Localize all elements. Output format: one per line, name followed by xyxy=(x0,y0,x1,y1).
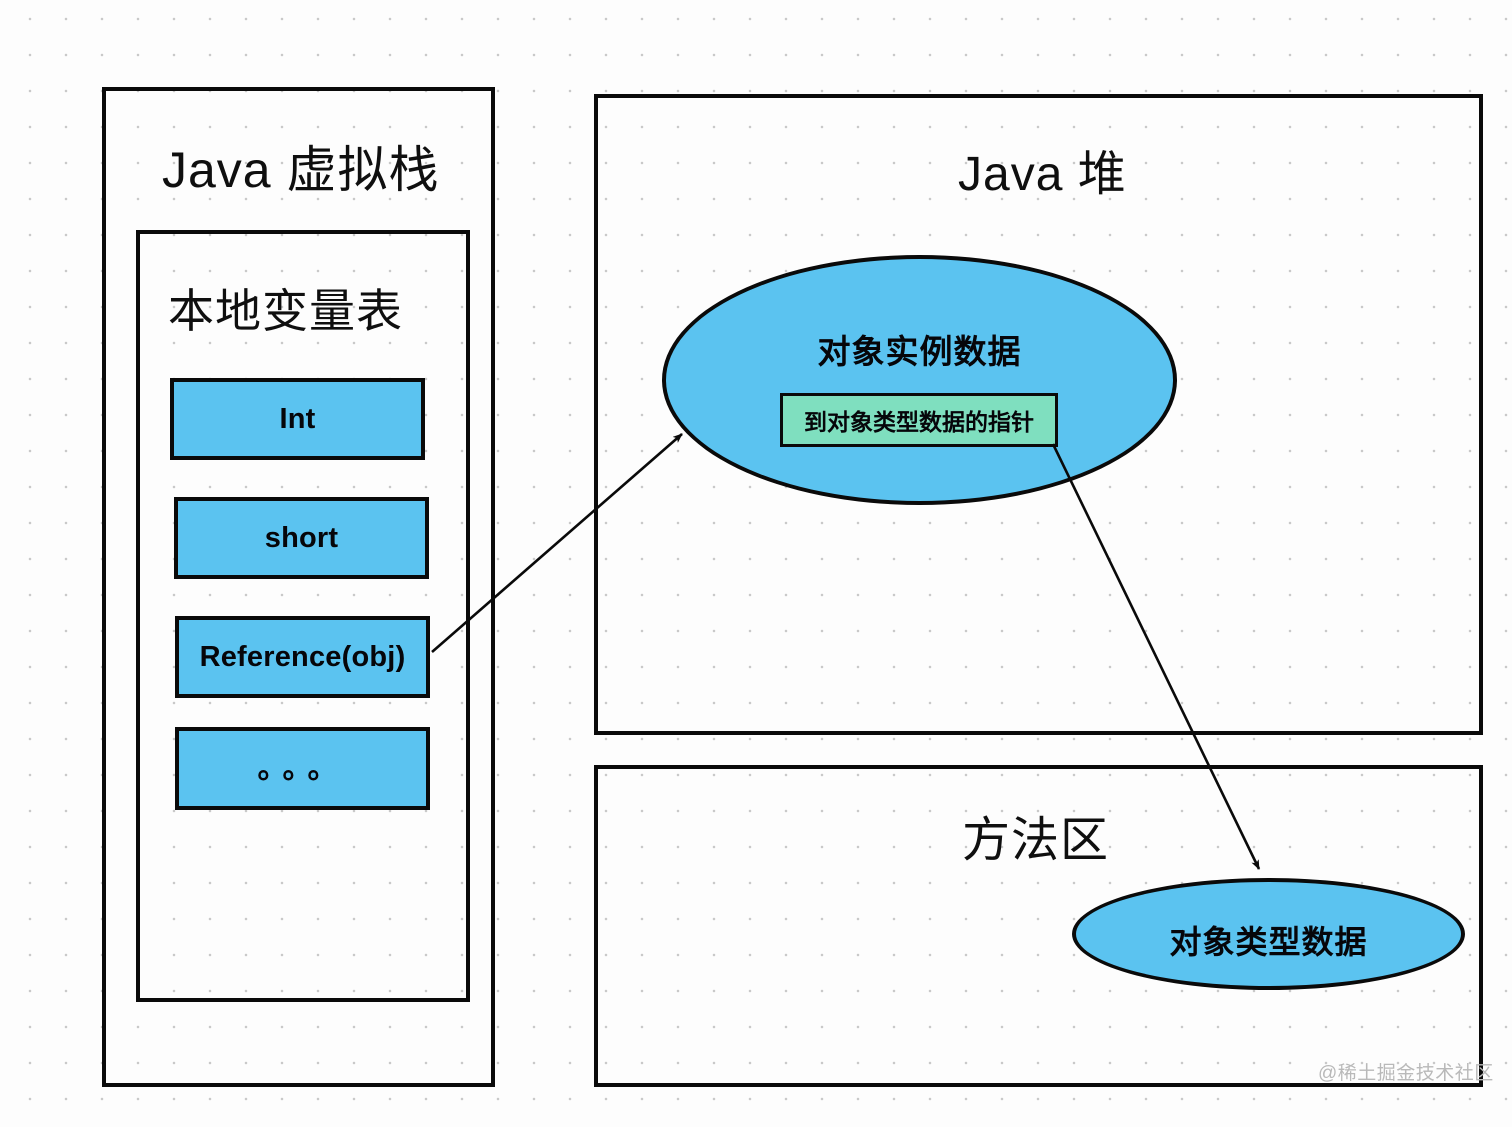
local-var-slot-label: Reference(obj) xyxy=(199,640,406,673)
method-area-title: 方法区 xyxy=(962,814,1110,867)
method-area-region xyxy=(594,765,1483,1087)
local-var-slot-label: short xyxy=(264,521,339,554)
local-var-slot-short[interactable]: short xyxy=(174,497,429,579)
object-instance-data-label: 对象实例数据 xyxy=(817,333,1022,370)
object-type-pointer-label: 到对象类型数据的指针 xyxy=(804,409,1034,435)
watermark: @稀土掘金技术社区 xyxy=(1318,1063,1494,1084)
ellipsis-icon: 。。。 xyxy=(257,751,348,785)
local-var-slot-reference[interactable]: Reference(obj) xyxy=(175,616,430,698)
java-heap-title: Java 堆 xyxy=(958,148,1127,201)
java-heap-region xyxy=(594,94,1483,735)
object-instance-data-ellipse[interactable] xyxy=(662,255,1177,505)
java-virtual-stack-title: Java 虚拟栈 xyxy=(162,142,440,198)
local-var-slot-ellipsis[interactable]: 。。。 xyxy=(175,727,430,810)
local-variable-table-title: 本地变量表 xyxy=(168,285,403,337)
local-var-slot-int[interactable]: Int xyxy=(170,378,425,460)
object-type-data-label: 对象类型数据 xyxy=(1169,924,1368,960)
object-type-pointer-box[interactable]: 到对象类型数据的指针 xyxy=(780,393,1058,447)
object-type-data-ellipse[interactable] xyxy=(1072,878,1465,990)
local-var-slot-label: Int xyxy=(279,402,316,435)
